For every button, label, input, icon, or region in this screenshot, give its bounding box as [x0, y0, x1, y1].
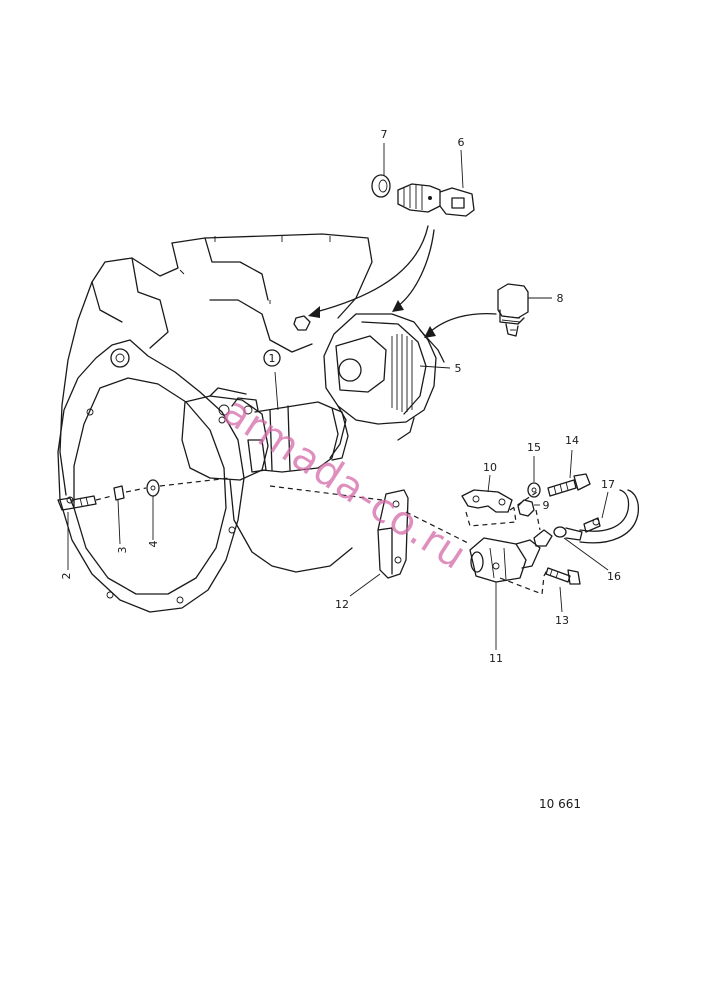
relay — [469, 537, 541, 583]
callout-16: 16 — [607, 570, 621, 583]
washer-3 — [113, 485, 125, 501]
callout-8: 8 — [557, 292, 564, 305]
callout-12: 12 — [335, 598, 349, 611]
callout-5: 5 — [455, 362, 462, 375]
fitting-arrows — [308, 225, 497, 338]
bell-housing — [57, 339, 245, 613]
bracket — [377, 489, 409, 579]
assembly-lines — [95, 477, 549, 595]
callout-7: 7 — [381, 128, 388, 141]
terminal-16 — [533, 526, 583, 547]
callout-3: 3 — [116, 547, 129, 554]
callout-2: 2 — [60, 573, 73, 580]
callout-17: 17 — [601, 478, 615, 491]
drawing-number: 10 661 — [539, 797, 581, 811]
callout-circle — [263, 349, 281, 367]
starter-motor — [181, 387, 349, 481]
engine-block — [59, 233, 373, 573]
callout-1: 1 — [269, 352, 276, 365]
clamp — [461, 489, 513, 513]
callout-14: 14 — [565, 434, 579, 447]
washer-15 — [527, 482, 541, 498]
oil-pressure-sender — [497, 283, 529, 337]
bolt-13 — [545, 567, 581, 585]
callout-10: 10 — [483, 461, 497, 474]
cable — [579, 489, 640, 544]
sealing-ring — [371, 174, 391, 198]
callout-13: 13 — [555, 614, 569, 627]
screw-17 — [583, 517, 601, 533]
callout-6: 6 — [458, 136, 465, 149]
nut-9 — [517, 499, 535, 517]
callout-15: 15 — [527, 441, 541, 454]
bolt-2 — [57, 495, 97, 511]
callout-4: 4 — [147, 541, 160, 548]
callout-9: 9 — [543, 499, 550, 512]
callout-11: 11 — [489, 652, 503, 665]
washer-4 — [146, 479, 160, 497]
alternator — [323, 313, 445, 459]
bolt-14 — [547, 473, 591, 497]
leader-lines — [67, 143, 609, 650]
temperature-sender — [397, 183, 475, 217]
nut — [293, 315, 311, 331]
